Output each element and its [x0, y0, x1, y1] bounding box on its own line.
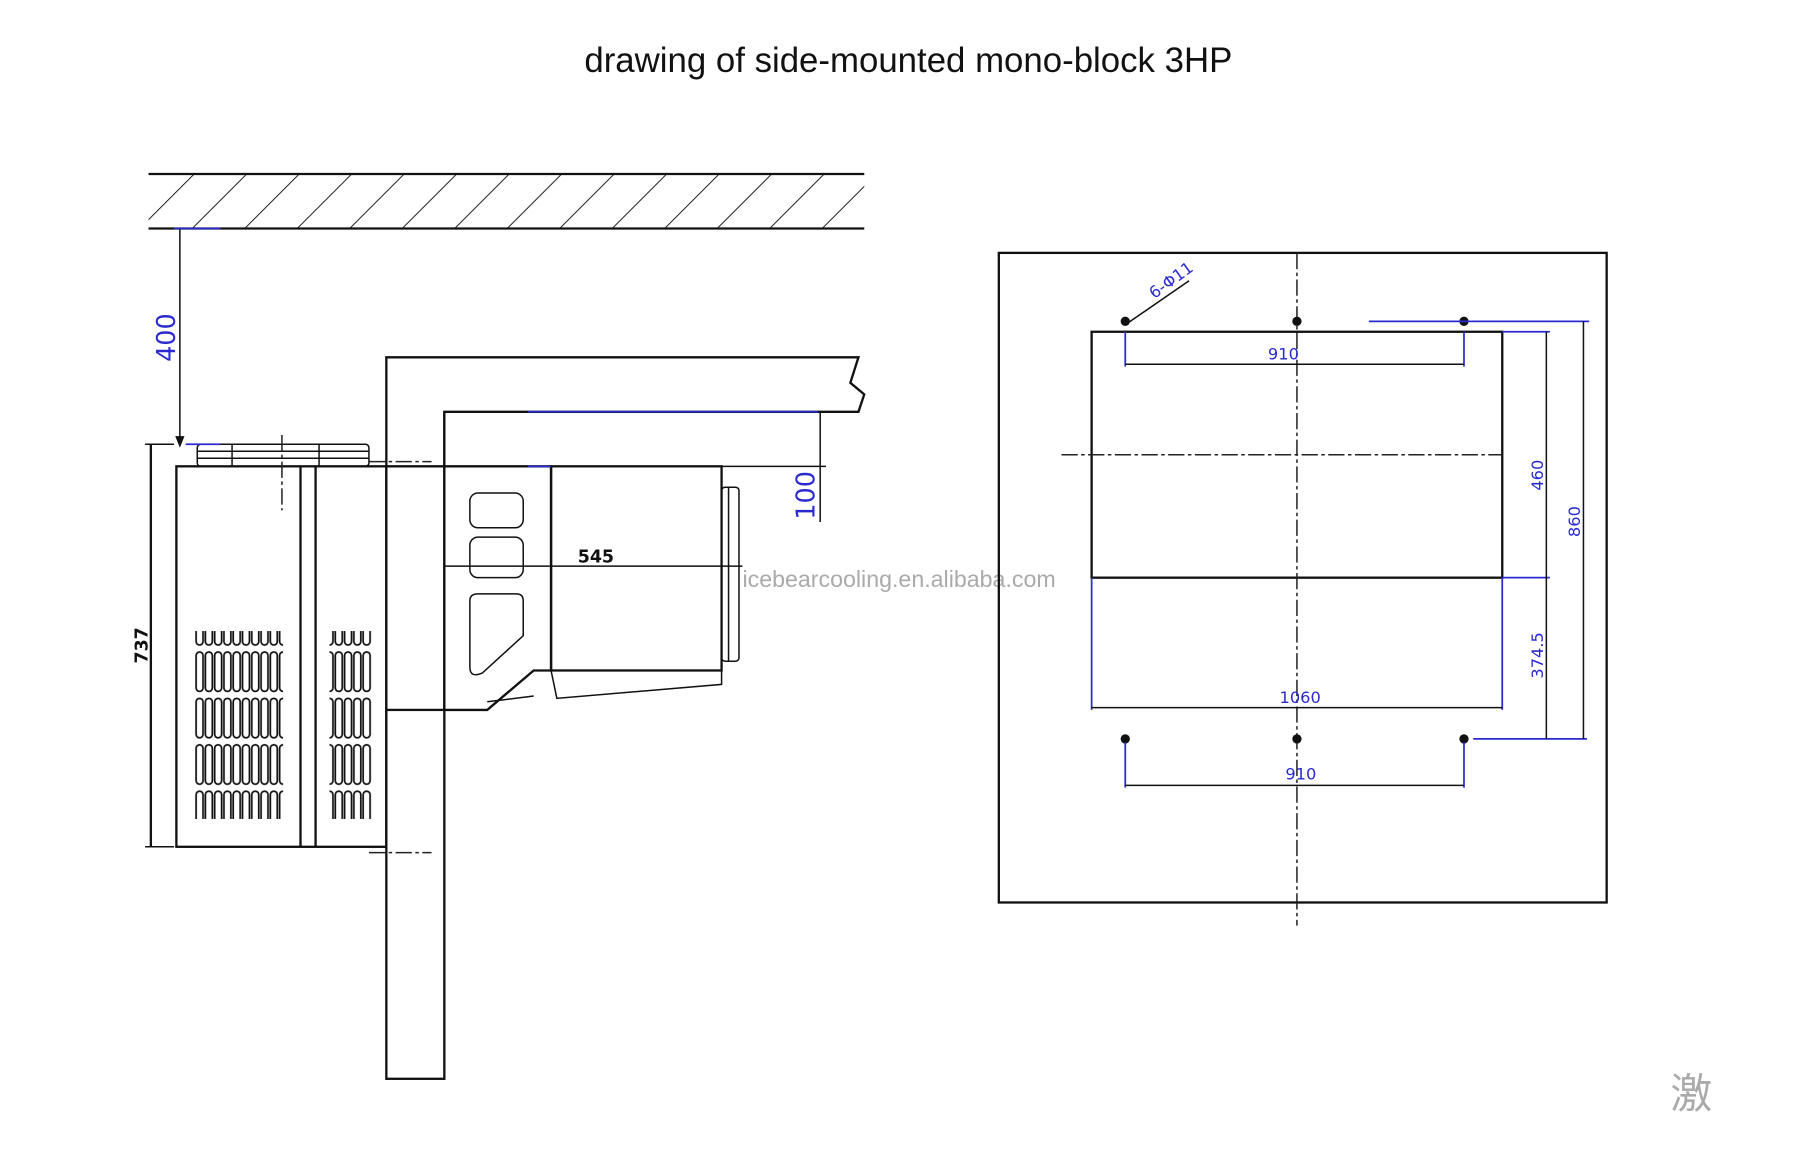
dim-1060: 1060 — [1280, 688, 1321, 707]
outdoor-unit — [175, 434, 432, 854]
dim-374-5: 374.5 — [1528, 632, 1547, 678]
dim-910-top: 910 — [1268, 345, 1299, 364]
watermark: icebearcooling.en.alibaba.com — [742, 566, 1055, 592]
dim-737: 737 — [132, 627, 152, 663]
vent-grille — [194, 631, 284, 819]
corner-mark: 激 — [1670, 1069, 1712, 1118]
vent-grille — [329, 631, 372, 819]
ceiling-slab — [148, 174, 865, 229]
dim-545: 545 — [578, 548, 614, 568]
side-view: 400 737 — [132, 172, 866, 1080]
dim-460: 460 — [1528, 460, 1547, 491]
dim-100: 100 — [791, 471, 821, 520]
hole-spec: 6-Φ11 — [1145, 258, 1196, 303]
drawing-title: drawing of side-mounted mono-block 3HP — [584, 41, 1232, 80]
wall-hatch — [997, 251, 1608, 904]
wall-opening-view: 6-Φ11 910 1060 910 460 374.5 860 — [997, 251, 1608, 926]
indoor-unit — [443, 465, 743, 712]
insulated-panel — [385, 356, 866, 468]
dim-400: 400 — [152, 313, 182, 362]
dim-910-bottom: 910 — [1285, 765, 1316, 784]
dim-860: 860 — [1565, 506, 1584, 537]
